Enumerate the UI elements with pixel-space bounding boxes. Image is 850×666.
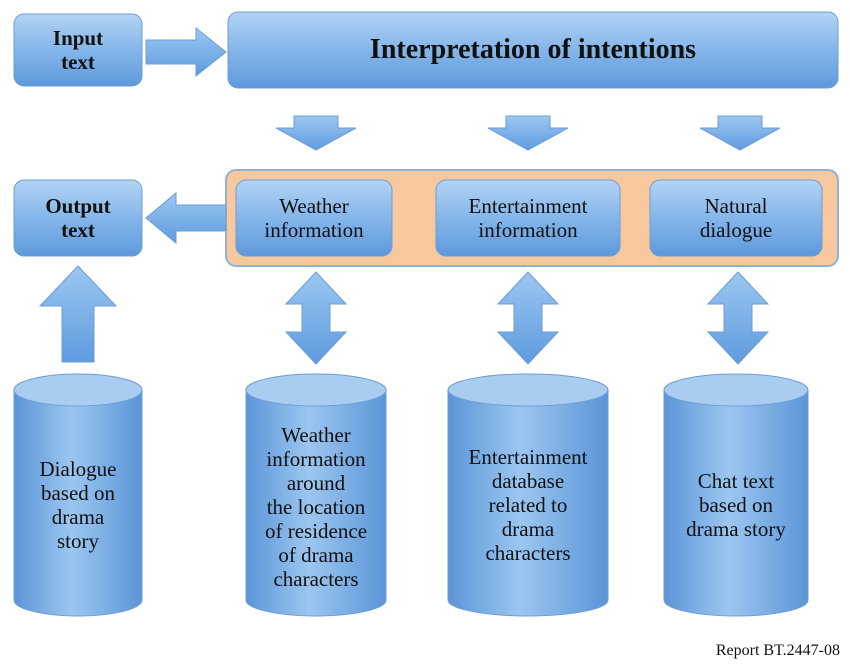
module-label-weather: Weather information	[264, 193, 364, 242]
module-label-dialogue: Natural dialogue	[699, 193, 773, 242]
arrow-database-to-output	[38, 265, 118, 363]
arrow-bidirectional-dialogue	[706, 271, 770, 365]
database-cylinder-chat	[663, 373, 809, 617]
input-box-label: Input text	[52, 25, 104, 74]
arrow-down-2	[487, 115, 569, 151]
module-box-entertainment	[435, 179, 621, 257]
database-cylinder-entertainment	[447, 373, 609, 617]
module-label-entertainment: Entertainment information	[468, 193, 588, 242]
module-box-dialogue	[649, 179, 823, 257]
arrow-bidirectional-entertainment	[496, 271, 560, 365]
output-box-label: Output text	[45, 193, 111, 242]
arrow-group-to-output	[145, 191, 227, 245]
output-box	[13, 179, 143, 257]
arrow-down-3	[699, 115, 781, 151]
database-label-chat: Chat text based on drama story	[686, 468, 786, 542]
database-cylinder-dialogue	[13, 373, 143, 617]
input-box	[13, 13, 143, 87]
database-label-entertainment: Entertainment database related to drama …	[468, 444, 588, 566]
module-box-weather	[235, 179, 393, 257]
database-cylinder-weather	[245, 373, 387, 617]
interpretation-box-label: Interpretation of intentions	[369, 33, 697, 65]
database-label-weather: Weather information around the location …	[264, 422, 368, 592]
database-label-dialogue: Dialogue based on drama story	[39, 456, 117, 554]
arrow-bidirectional-weather	[284, 271, 348, 365]
report-footer: Report BT.2447-08	[715, 641, 840, 659]
interpretation-box	[227, 11, 839, 89]
arrow-down-1	[275, 115, 357, 151]
arrow-input-to-interpretation	[145, 26, 227, 78]
